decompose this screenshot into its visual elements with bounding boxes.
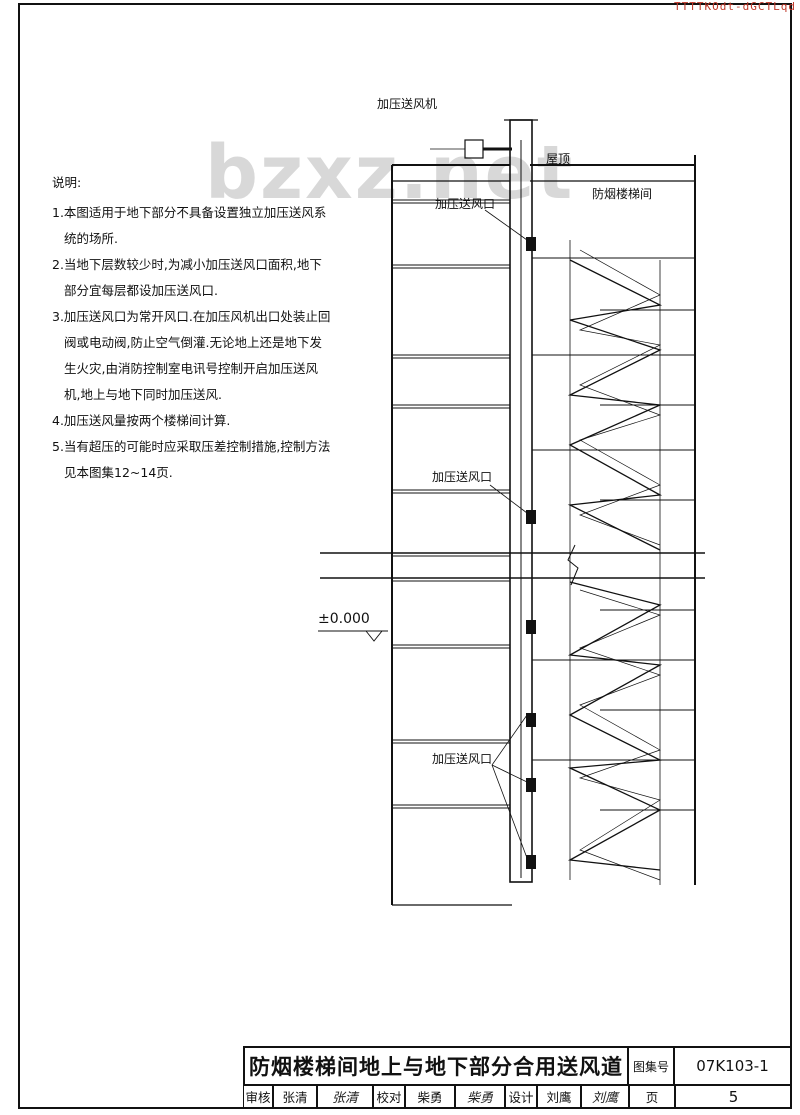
- title-block: 防烟楼梯间地上与地下部分合用送风道 图集号 07K103-1 审核 张清 张清 …: [243, 1046, 792, 1109]
- signature-row: 审核 张清 张清 校对 柴勇 柴勇 设计 刘鹰 刘鹰 页 5: [243, 1084, 792, 1109]
- note-item: 3.加压送风口为常开风口.在加压风机出口处装止回阀或电动阀,防止空气倒灌.无论地…: [52, 309, 331, 402]
- stair-label: 防烟楼梯间: [592, 187, 653, 201]
- check-label: 校对: [373, 1084, 405, 1109]
- note-item: 5.当有超压的可能时应采取压差控制措施,控制方法见本图集12~14页.: [52, 439, 331, 480]
- note-item: 2.当地下层数较少时,为减小加压送风口面积,地下部分宜每层都设加压送风口.: [52, 257, 322, 298]
- leader-lines: [484, 209, 528, 859]
- set-number: 07K103-1: [673, 1046, 792, 1086]
- roof-label: 屋顶: [546, 152, 571, 166]
- set-label: 图集号: [627, 1046, 675, 1086]
- notes-heading: 说明:: [52, 175, 82, 190]
- stair-flights: [567, 249, 663, 881]
- outlet-label-bottom: 加压送风口: [432, 752, 493, 766]
- check-name: 柴勇: [405, 1084, 455, 1109]
- drawing-title: 防烟楼梯间地上与地下部分合用送风道: [243, 1046, 629, 1086]
- page-label: 页: [629, 1084, 675, 1109]
- outlet-markers: [526, 237, 536, 869]
- floor-slabs: [392, 199, 695, 811]
- outlet-label-top: 加压送风口: [435, 197, 496, 211]
- review-label: 审核: [243, 1084, 273, 1109]
- review-signature: 张清: [317, 1084, 373, 1109]
- note-item: 4.加压送风量按两个楼梯间计算.: [52, 413, 231, 428]
- design-signature: 刘鹰: [581, 1084, 629, 1109]
- note-item: 1.本图适用于地下部分不具备设置独立加压送风系统的场所.: [52, 205, 327, 246]
- fan-label: 加压送风机: [377, 97, 438, 111]
- outlet-label-mid: 加压送风口: [432, 470, 493, 484]
- review-name: 张清: [273, 1084, 317, 1109]
- elevation-label: ±0.000: [318, 611, 370, 627]
- design-label: 设计: [505, 1084, 537, 1109]
- notes-block: 说明: 1.本图适用于地下部分不具备设置独立加压送风系统的场所. 2.当地下层数…: [52, 170, 332, 486]
- design-name: 刘鹰: [537, 1084, 581, 1109]
- corner-code: TTTTKOdt-dGCTLqd: [674, 0, 796, 13]
- page-number: 5: [675, 1084, 792, 1109]
- fan-box: [464, 139, 484, 159]
- watermark: bzxz.net: [205, 130, 575, 216]
- check-signature: 柴勇: [455, 1084, 505, 1109]
